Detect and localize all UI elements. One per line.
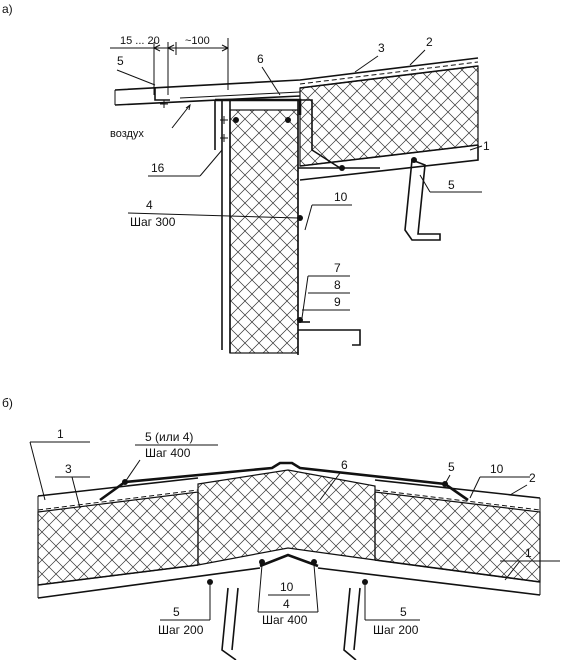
figure-b: б) bbox=[2, 396, 560, 660]
air-label: воздух bbox=[110, 128, 144, 140]
step-5-left-label: Шаг 200 bbox=[158, 623, 204, 637]
callout-4: 4 bbox=[146, 198, 153, 212]
callout-b-6: 6 bbox=[341, 458, 348, 472]
figure-a-letter: а) bbox=[2, 2, 13, 16]
callout-5-left: 5 bbox=[117, 54, 124, 68]
callout-b-5-or-4: 5 (или 4) bbox=[145, 430, 193, 444]
wall-panel bbox=[214, 98, 380, 355]
callout-6: 6 bbox=[257, 52, 264, 66]
callout-8: 8 bbox=[334, 278, 341, 292]
step-ridge-left-label: Шаг 400 bbox=[145, 446, 191, 460]
callout-2: 2 bbox=[426, 35, 433, 49]
callout-16: 16 bbox=[151, 161, 165, 175]
plus-marks bbox=[160, 100, 228, 142]
roof-panels-b bbox=[37, 461, 541, 599]
callout-b-1-right: 1 bbox=[525, 546, 532, 560]
callout-1: 1 bbox=[483, 139, 490, 153]
figure-b-letter: б) bbox=[2, 396, 13, 410]
dimension-overhang-label: ~100 bbox=[185, 35, 210, 47]
step-5-right-label: Шаг 200 bbox=[373, 623, 419, 637]
callout-10: 10 bbox=[334, 190, 348, 204]
callout-9: 9 bbox=[334, 295, 341, 309]
supports-b bbox=[207, 579, 368, 660]
callout-7: 7 bbox=[334, 261, 341, 275]
callout-5-right: 5 bbox=[448, 178, 455, 192]
callout-b-4: 4 bbox=[283, 597, 290, 611]
callouts-a: 1 2 3 4 Шаг 300 5 5 6 7 8 9 10 bbox=[110, 35, 490, 319]
dimension-lines: 15 ... 20 ~100 bbox=[110, 35, 229, 95]
callout-b-2: 2 bbox=[529, 471, 536, 485]
callouts-b: 1 1 2 3 5 (или 4) Шаг 400 5 6 10 10 bbox=[29, 427, 560, 637]
callout-b-5-ridge-right: 5 bbox=[448, 460, 455, 474]
callout-b-10-bottom: 10 bbox=[280, 580, 294, 594]
callout-b-3: 3 bbox=[65, 462, 72, 476]
step-4-bottom-label: Шаг 400 bbox=[262, 613, 308, 627]
callout-3: 3 bbox=[378, 41, 385, 55]
callout-b-1-left: 1 bbox=[57, 427, 64, 441]
callout-b-10-right: 10 bbox=[490, 462, 504, 476]
step-4-label: Шаг 300 bbox=[130, 215, 176, 229]
figure-a: а) 15 ... 20 ~100 bbox=[2, 2, 490, 355]
roof-panel bbox=[114, 57, 479, 181]
callout-b-5-bottom-right: 5 bbox=[400, 605, 407, 619]
dimension-gap-label: 15 ... 20 bbox=[120, 35, 160, 47]
support-bracket-right bbox=[404, 157, 441, 241]
callout-b-5-bottom-left: 5 bbox=[173, 605, 180, 619]
